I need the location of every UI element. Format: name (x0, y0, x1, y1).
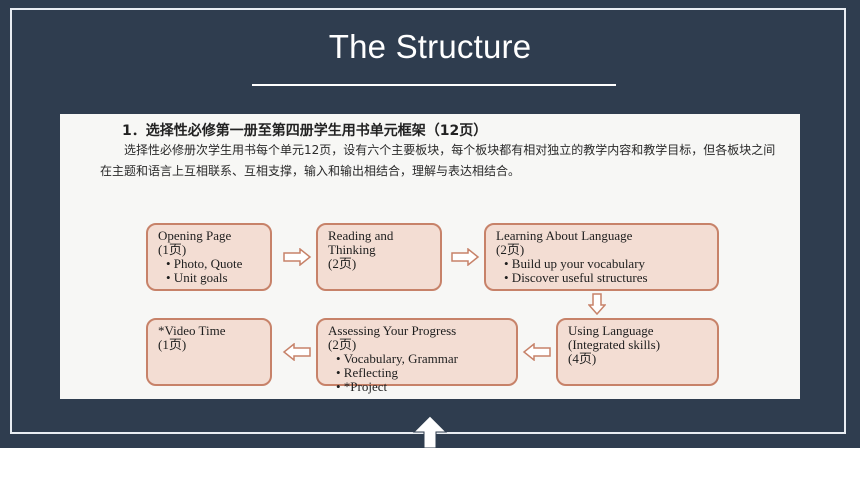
assessing-pages: (2页) (328, 337, 357, 352)
box-video-time: *Video Time (1页) (146, 318, 272, 386)
using-subtitle: (Integrated skills) (568, 337, 661, 352)
arrow-right-icon (451, 248, 480, 266)
using-title: Using Language (568, 323, 654, 338)
arrow-right-icon (283, 248, 312, 266)
learning-bullet-1: • Build up your vocabulary (504, 256, 646, 271)
document-paragraph: 选择性必修册次学生用书每个单元12页，设有六个主要板块，每个板块都有相对独立的教… (100, 143, 776, 178)
assessing-bullet-3: • *Project (336, 379, 388, 394)
opening-bullet-1: • Photo, Quote (166, 256, 243, 271)
assessing-bullet-1: • Vocabulary, Grammar (336, 351, 458, 366)
box-using-language: Using Language (Integrated skills) (4页) (556, 318, 719, 386)
video-title: *Video Time (158, 323, 226, 338)
reading-title: Reading and (328, 228, 394, 243)
learning-title: Learning About Language (496, 228, 633, 243)
box-opening-page: Opening Page (1页) • Photo, Quote • Unit … (146, 223, 272, 291)
box-assessing-progress: Assessing Your Progress (2页) • Vocabular… (316, 318, 518, 394)
arrow-left-icon (282, 343, 311, 361)
opening-bullet-2: • Unit goals (166, 270, 228, 285)
slide-title: The Structure (328, 28, 532, 65)
arrow-left-icon (522, 343, 551, 361)
document-heading: 1．选择性必修第一册至第四册学生用书单元框架（12页） (122, 123, 488, 139)
arrow-up-icon[interactable] (412, 414, 448, 448)
document-image: 1．选择性必修第一册至第四册学生用书单元框架（12页） 选择性必修册次学生用书每… (60, 114, 800, 399)
video-pages: (1页) (158, 337, 187, 352)
assessing-bullet-2: • Reflecting (336, 365, 398, 380)
reading-title-2: Thinking (328, 242, 376, 257)
opening-pages: (1页) (158, 242, 187, 257)
arrow-down-icon (588, 293, 606, 315)
bottom-band (0, 448, 860, 484)
box-learning-about-language: Learning About Language (2页) • Build up … (484, 223, 719, 291)
title-underline (252, 84, 616, 86)
learning-bullet-2: • Discover useful structures (504, 270, 648, 285)
assessing-title: Assessing Your Progress (328, 323, 457, 338)
box-reading-thinking: Reading and Thinking (2页) (316, 223, 442, 291)
using-pages: (4页) (568, 351, 597, 366)
learning-pages: (2页) (496, 242, 525, 257)
opening-title: Opening Page (158, 228, 232, 243)
reading-pages: (2页) (328, 256, 357, 271)
